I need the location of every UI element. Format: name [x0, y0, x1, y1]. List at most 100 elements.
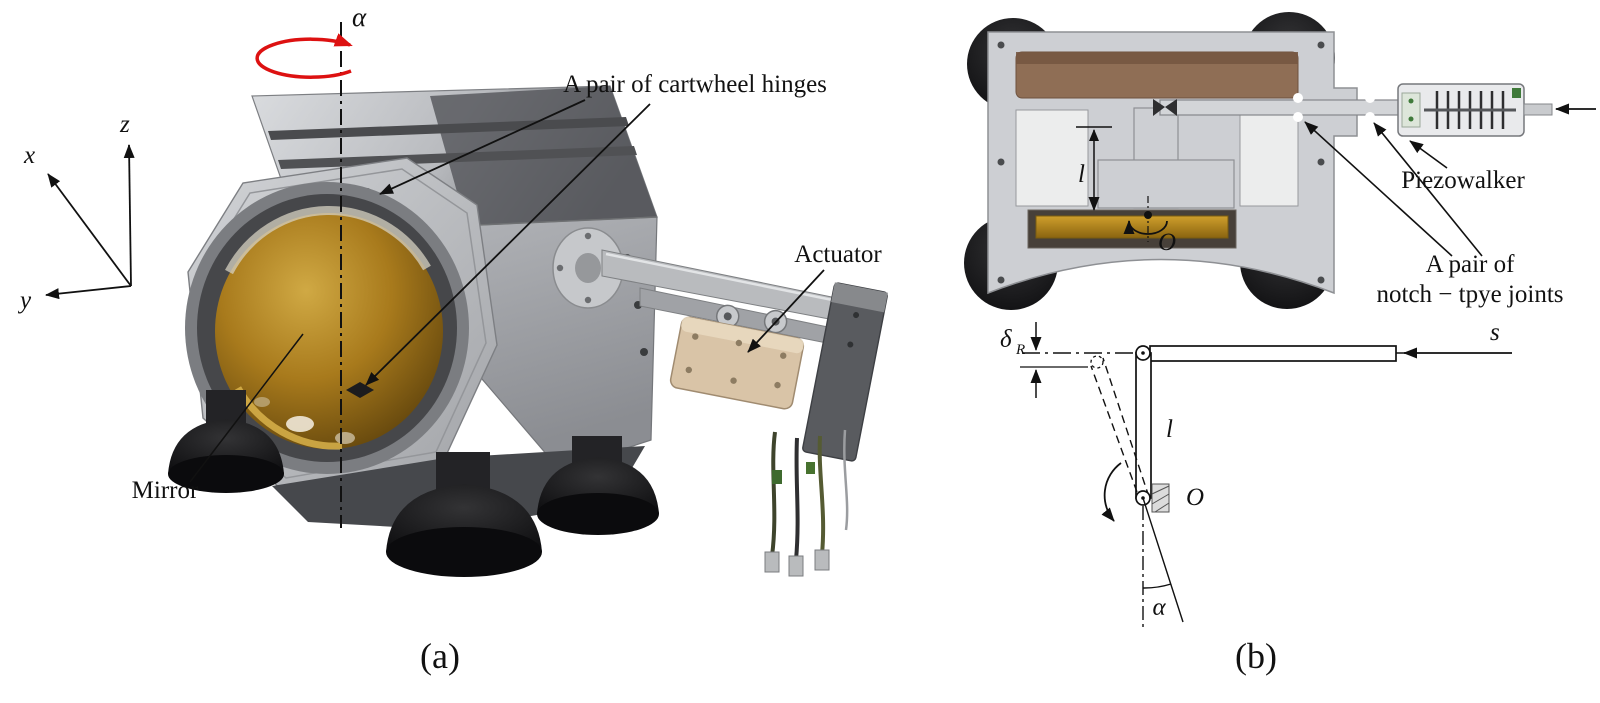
piezowalker-led	[1408, 98, 1414, 104]
label-notch-joints-line1: A pair of	[1426, 251, 1516, 278]
rotation-arrow-icon	[255, 33, 353, 79]
top-pin-center	[1141, 351, 1145, 355]
delta-dimension: δ R	[1000, 322, 1088, 398]
actuator-end-plate-group	[802, 282, 888, 462]
label-upper-length: l	[1078, 161, 1085, 188]
piezowalker	[1397, 83, 1553, 137]
label-alpha-top: α	[352, 2, 367, 32]
piezowalker-led	[1408, 116, 1414, 122]
cartwheel-hinge-inner	[346, 382, 374, 398]
hinges-leader-arrow-2	[365, 103, 651, 386]
mirror-glint-1	[286, 416, 314, 432]
actuator-end-plate-cap	[831, 282, 888, 313]
pivot-dot	[1144, 211, 1152, 219]
axis-label-y: y	[17, 287, 32, 314]
actuator-flange-hub	[575, 253, 601, 283]
block-screw	[692, 333, 699, 340]
piezo-output-rod	[1523, 103, 1553, 116]
lever-link-rotated-dash-1	[1090, 365, 1138, 493]
hinges-leader-arrow-1	[379, 99, 586, 195]
y-axis-arrow-icon	[45, 285, 132, 300]
label-delta-subscript: R	[1015, 342, 1025, 358]
section-stage-foot	[1097, 159, 1235, 209]
foot-left-base	[168, 455, 284, 493]
upper-length-dimension: l	[1076, 126, 1112, 211]
ground-block	[1151, 483, 1170, 513]
upper-pivot: O	[1123, 196, 1176, 256]
lever-rotation-arc-icon	[1101, 462, 1122, 522]
notch-joint-2-bottom	[1365, 112, 1375, 122]
frame-screw	[997, 158, 1005, 166]
piezowalker-leader-arrow	[1409, 140, 1448, 169]
label-cartwheel-hinges: A pair of cartwheel hinges	[563, 71, 827, 98]
flange-bolt	[584, 296, 592, 304]
label-lower-length: l	[1166, 416, 1173, 443]
mirror-highlight-bottom	[234, 386, 343, 450]
axis-label-x: x	[23, 142, 35, 169]
ground-hatch	[1151, 485, 1170, 495]
actuator-assembly	[552, 227, 888, 577]
cross-section: l O Piezowalker A pair of notch − tpye j…	[964, 12, 1596, 310]
mirror-leader-line	[189, 333, 304, 483]
coordinate-axes: z x y	[17, 111, 135, 314]
ground-symbol	[1151, 483, 1170, 513]
cable-connector-1	[764, 551, 780, 573]
block-screw	[780, 352, 787, 359]
mirror-glint-2	[335, 432, 355, 444]
panel-a: z x y	[17, 2, 888, 676]
rod-flexure-bowtie-left	[1153, 99, 1165, 116]
piezowalker-pcb	[1401, 92, 1421, 128]
notch-leader-arrow-1	[1304, 121, 1453, 257]
notch-joint-2-top	[1365, 93, 1375, 103]
foot-right-base	[537, 493, 659, 535]
label-actuator: Actuator	[794, 241, 882, 268]
label-tilt-angle: α	[1152, 594, 1166, 621]
caption-a: (a)	[420, 636, 460, 676]
block-screw	[730, 377, 737, 384]
mirror-assembly	[185, 182, 469, 474]
ground-hatch	[1151, 493, 1170, 505]
dim-arrow-up-icon	[1089, 129, 1099, 141]
rod-flexure-bowtie-right	[1165, 99, 1177, 116]
cable-2	[794, 437, 800, 561]
piezowalker-tip-pcb	[1512, 88, 1521, 98]
frame-screw	[1317, 276, 1325, 284]
tilted-reference-line	[1142, 497, 1184, 623]
caption-b: (b)	[1235, 636, 1277, 676]
label-piezowalker: Piezowalker	[1401, 167, 1525, 194]
pivot-rotation-arc-icon	[1123, 220, 1168, 235]
block-screw	[735, 339, 743, 347]
housing-hole-3	[640, 348, 648, 356]
actuator-cables	[764, 429, 849, 577]
angle-arc	[1142, 583, 1172, 589]
support-feet	[168, 390, 659, 577]
z-axis-arrow-icon	[123, 144, 135, 287]
label-input-s: s	[1490, 319, 1500, 346]
flange-bolt	[584, 232, 592, 240]
cable-connector-3	[814, 549, 830, 571]
actuator-block-group	[669, 304, 805, 410]
actuator-end-plate	[802, 282, 888, 462]
section-left-cavity	[1015, 109, 1089, 207]
panel-b: l O Piezowalker A pair of notch − tpye j…	[964, 12, 1596, 676]
label-lower-pivot: O	[1186, 484, 1204, 511]
mirror-surface	[215, 213, 443, 449]
label-upper-pivot: O	[1158, 229, 1176, 256]
actuator-leader-arrow	[747, 269, 825, 353]
input-bar	[1149, 345, 1397, 362]
plate-bolt	[847, 341, 854, 348]
block-screw	[685, 366, 692, 374]
x-axis-arrow-icon	[47, 173, 132, 287]
cable-connector-2	[788, 555, 804, 577]
frame-screw	[997, 41, 1005, 49]
lever-link	[1135, 352, 1152, 499]
notch-leader-arrow-2	[1373, 122, 1483, 257]
mirror-highlight-top	[225, 205, 431, 275]
block-screw	[774, 381, 781, 389]
section-top-cavity-shadow	[1016, 52, 1298, 64]
cable-4	[843, 429, 849, 531]
axis-label-z: z	[119, 111, 130, 138]
ground-hatch	[1154, 502, 1170, 513]
